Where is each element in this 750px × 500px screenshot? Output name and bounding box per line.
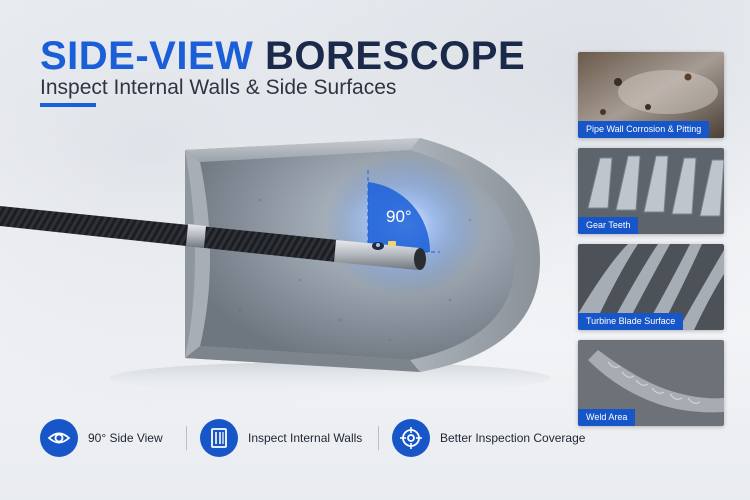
page-title: SIDE-VIEW BORESCOPE [40,34,525,78]
wall-icon [200,419,238,457]
thumbnail-weld-area: Weld Area [578,340,724,426]
thumbnail-label: Weld Area [578,409,636,426]
feature-side-view: 90° Side View [40,418,163,458]
feature-divider [186,426,187,450]
pipe-borescope-illustration: 90° [0,138,550,394]
title-accent: SIDE-VIEW [40,34,254,78]
thumbnail-gear-teeth: Gear Teeth [578,148,724,234]
title-underline [40,103,96,107]
gear-image [578,148,724,234]
thumbnail-turbine-blade: Turbine Blade Surface [578,244,724,330]
page-subtitle: Inspect Internal Walls & Side Surfaces [40,76,397,99]
title-main: BORESCOPE [265,34,526,78]
eye-icon [40,419,78,457]
target-icon [392,419,430,457]
feature-row: 90° Side View Inspect Internal Walls [0,418,600,458]
feature-label: Better Inspection Coverage [440,431,586,445]
thumbnail-label: Turbine Blade Surface [578,313,684,330]
thumbnail-label: Gear Teeth [578,217,639,234]
feature-label: Inspect Internal Walls [248,431,363,445]
feature-coverage: Better Inspection Coverage [392,418,585,458]
application-thumbnails: Pipe Wall Corrosion & Pitting Gear Teeth… [578,52,724,436]
feature-label: 90° Side View [88,431,163,445]
angle-label: 90° [386,207,412,226]
thumbnail-pipe-corrosion: Pipe Wall Corrosion & Pitting [578,52,724,138]
feature-divider [378,426,379,450]
feature-internal-walls: Inspect Internal Walls [200,418,362,458]
thumbnail-label: Pipe Wall Corrosion & Pitting [578,121,710,138]
